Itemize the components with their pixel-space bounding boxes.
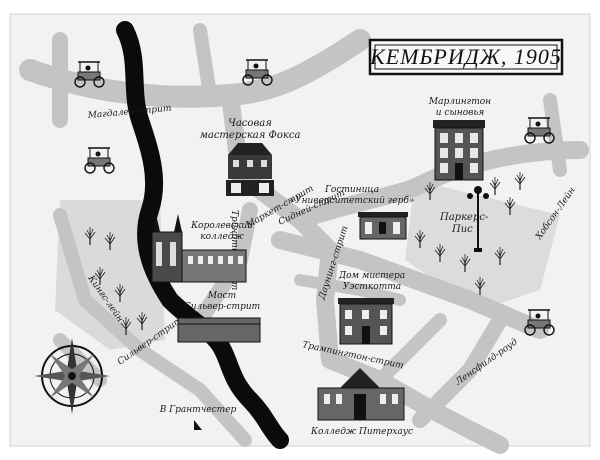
marlington-label-line1: Марлингтон: [428, 97, 491, 107]
bridge-label-line1: Мост: [207, 291, 236, 301]
marlington-and-sons[interactable]: Марлингтон и сыновья: [428, 97, 491, 181]
arrow-down-icon: [194, 420, 202, 430]
westcott-label-line2: Уэсткотта: [343, 282, 401, 292]
kings-college[interactable]: Королевский колледж: [151, 214, 253, 283]
title-banner: КЕМБРИДЖ, 1905: [368, 38, 564, 76]
kings-college-building-icon: [151, 214, 247, 283]
kings-label-line1: Королевский: [190, 221, 253, 231]
hotel-label-line2: «Университетский герб»: [290, 195, 415, 206]
marlington-building-icon: [433, 120, 485, 181]
peterhouse-building-icon: [317, 368, 405, 421]
river-cam: [116, 21, 289, 449]
hotel-label-line1: Гостиница: [324, 185, 379, 195]
fox-label-line2: мастерская Фокса: [200, 130, 301, 141]
hotel-building-icon: [358, 212, 408, 240]
parkers-label-line2: Пис: [451, 224, 473, 235]
parkers-piece[interactable]: Паркерс- Пис: [439, 186, 489, 252]
silver-street-bridge[interactable]: Мост Сильвер-стрит: [177, 291, 261, 343]
marlington-label-line2: и сыновья: [436, 108, 485, 118]
fox-building-icon: [226, 143, 274, 196]
grantchester-direction[interactable]: В Грантчестер: [159, 405, 237, 430]
bridge-icon: [177, 317, 261, 343]
lamp-post-icon: [467, 186, 489, 252]
compass-rose-icon: [34, 338, 110, 414]
mr-westcott-house[interactable]: Дом мистера Уэсткотта: [338, 271, 405, 345]
kings-label-line2: колледж: [200, 232, 244, 242]
westcott-building-icon: [338, 298, 394, 345]
westcott-label-line1: Дом мистера: [338, 271, 405, 281]
peterhouse-college[interactable]: Колледж Питерхаус: [310, 368, 413, 437]
university-arms-hotel[interactable]: Гостиница «Университетский герб»: [290, 185, 415, 240]
fox-clock-workshop[interactable]: Часовая мастерская Фокса: [200, 118, 301, 196]
peterhouse-label: Колледж Питерхаус: [310, 427, 413, 437]
map-title: КЕМБРИДЖ, 1905: [369, 44, 562, 69]
grantchester-label: В Грантчестер: [159, 405, 237, 415]
parkers-label-line1: Паркерс-: [439, 212, 489, 223]
fox-label-line1: Часовая: [228, 118, 272, 129]
bridge-label-line2: Сильвер-стрит: [184, 302, 260, 312]
parkers-piece-park: [405, 180, 560, 310]
